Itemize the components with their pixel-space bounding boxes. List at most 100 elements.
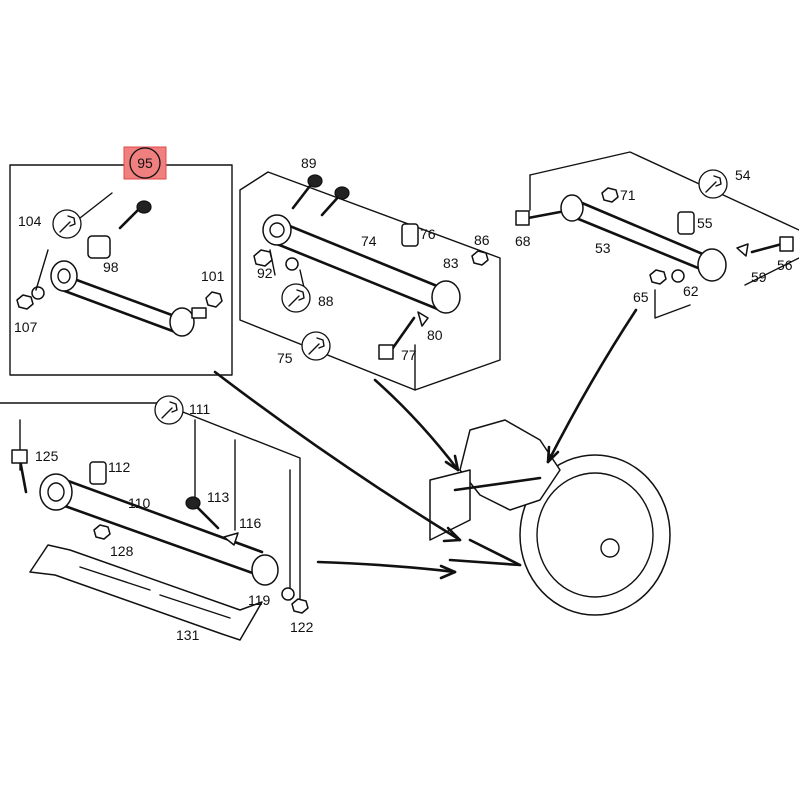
group-110-outline — [0, 402, 301, 601]
arm-53-lower-edge — [574, 216, 705, 272]
highlight-marker — [123, 146, 167, 180]
nut-86 — [471, 250, 489, 266]
leader-arrows — [213, 308, 638, 580]
wheel-hub-assembly — [429, 419, 671, 616]
bolt-68-head — [515, 210, 530, 226]
arm-110-bushing-left — [39, 473, 73, 511]
group-110: 111 125 112 110 113 116 128 119 122 131 — [0, 395, 314, 643]
bolt-68 — [526, 210, 562, 220]
bolt-95 — [118, 208, 140, 230]
callout-95[interactable]: 95 — [137, 155, 153, 171]
callout-77[interactable]: 77 — [401, 347, 417, 363]
nut-128 — [93, 524, 111, 540]
callout-119[interactable]: 119 — [248, 592, 271, 608]
callout-80[interactable]: 80 — [427, 327, 443, 343]
arrow-74 — [373, 378, 460, 472]
arm-74-bushing-left — [262, 214, 292, 246]
arm-53-bushing-left — [560, 194, 584, 222]
bolt-95-head — [136, 200, 152, 214]
nut-92 — [253, 249, 273, 267]
group-53: 71 54 68 55 53 59 56 65 62 — [515, 151, 799, 319]
stud-95 — [191, 307, 207, 319]
callout-131[interactable]: 131 — [176, 627, 200, 643]
sleeve-55 — [677, 211, 695, 235]
callout-112[interactable]: 112 — [108, 459, 131, 475]
nut-101 — [205, 291, 223, 308]
callout-86[interactable]: 86 — [474, 232, 490, 248]
callout-55[interactable]: 55 — [697, 215, 713, 231]
callout-76[interactable]: 76 — [420, 226, 436, 242]
arrow-53 — [546, 308, 638, 464]
arm-53-upper-edge — [573, 198, 707, 257]
callout-71[interactable]: 71 — [620, 187, 636, 203]
sleeve-76 — [401, 223, 419, 247]
nut-122 — [291, 598, 309, 614]
callout-113[interactable]: 113 — [207, 489, 230, 505]
callout-74[interactable]: 74 — [361, 233, 377, 249]
callout-89[interactable]: 89 — [301, 155, 317, 171]
strut-95-bushing-right — [169, 307, 195, 337]
arrow-95 — [213, 370, 462, 542]
callout-125[interactable]: 125 — [35, 448, 59, 464]
callout-65[interactable]: 65 — [633, 289, 649, 305]
washer-107 — [31, 286, 45, 300]
lower-arm-installed — [448, 558, 522, 567]
arrow-110-head — [439, 564, 457, 580]
callout-56[interactable]: 56 — [777, 257, 793, 273]
arm-74-bushing-left-bore — [269, 222, 285, 238]
strut-95-bushing-left — [50, 260, 78, 292]
callout-62[interactable]: 62 — [683, 283, 699, 299]
callout-107[interactable]: 107 — [14, 319, 38, 335]
callout-111[interactable]: 111 — [189, 401, 210, 417]
arm-74-lower-edge — [270, 240, 442, 312]
group-95-frame — [9, 164, 233, 376]
arm-110-bushing-right — [251, 554, 279, 586]
group-74: 89 74 76 86 92 83 88 80 75 77 — [239, 155, 501, 391]
bolt-89-head — [307, 174, 323, 188]
upper-arm-installed — [453, 476, 542, 492]
bolt-77 — [388, 316, 416, 354]
callout-88[interactable]: 88 — [318, 293, 334, 309]
nut-71 — [601, 187, 619, 203]
bushing-98 — [87, 235, 111, 259]
callout-92[interactable]: 92 — [257, 265, 273, 281]
wrench-icon — [281, 283, 311, 313]
callout-95-circle — [129, 147, 161, 179]
bolt-125 — [18, 458, 28, 494]
leader-107 — [35, 249, 49, 291]
wrench-icon — [698, 169, 728, 199]
callout-59[interactable]: 59 — [751, 269, 767, 285]
group-53-outline-top — [529, 151, 799, 231]
arrow-74-head — [444, 454, 460, 472]
strut-95-bushing-left-bore — [57, 268, 71, 284]
crossmember-131 — [29, 544, 263, 641]
strut-installed — [468, 538, 522, 567]
callout-101[interactable]: 101 — [201, 268, 225, 284]
arm-53-bushing-right — [697, 248, 727, 282]
washer-119 — [281, 587, 295, 601]
callout-68[interactable]: 68 — [515, 233, 531, 249]
callout-53[interactable]: 53 — [595, 240, 611, 256]
nut-65 — [649, 269, 667, 285]
bolt-89b — [320, 193, 342, 217]
callout-98[interactable]: 98 — [103, 259, 119, 275]
bolt-89 — [291, 180, 315, 210]
bolt-113-head — [185, 496, 201, 510]
washer-92 — [285, 257, 299, 271]
callout-110[interactable]: 110 — [128, 495, 151, 511]
callout-116[interactable]: 116 — [239, 515, 262, 531]
callout-122[interactable]: 122 — [290, 619, 314, 635]
callout-54[interactable]: 54 — [735, 167, 751, 183]
callout-83[interactable]: 83 — [443, 255, 459, 271]
wrench-icon — [154, 395, 184, 425]
bolt-113 — [193, 503, 220, 530]
callout-75[interactable]: 75 — [277, 350, 293, 366]
callout-104[interactable]: 104 — [18, 213, 42, 229]
bolt-56-head — [779, 236, 794, 252]
bolt-125-head — [11, 449, 28, 464]
group-95-box: 95 104 98 101 107 — [9, 146, 233, 376]
callout-128[interactable]: 128 — [110, 543, 134, 559]
wrench-icon — [301, 331, 331, 361]
arm-110-lower-edge — [60, 503, 260, 577]
